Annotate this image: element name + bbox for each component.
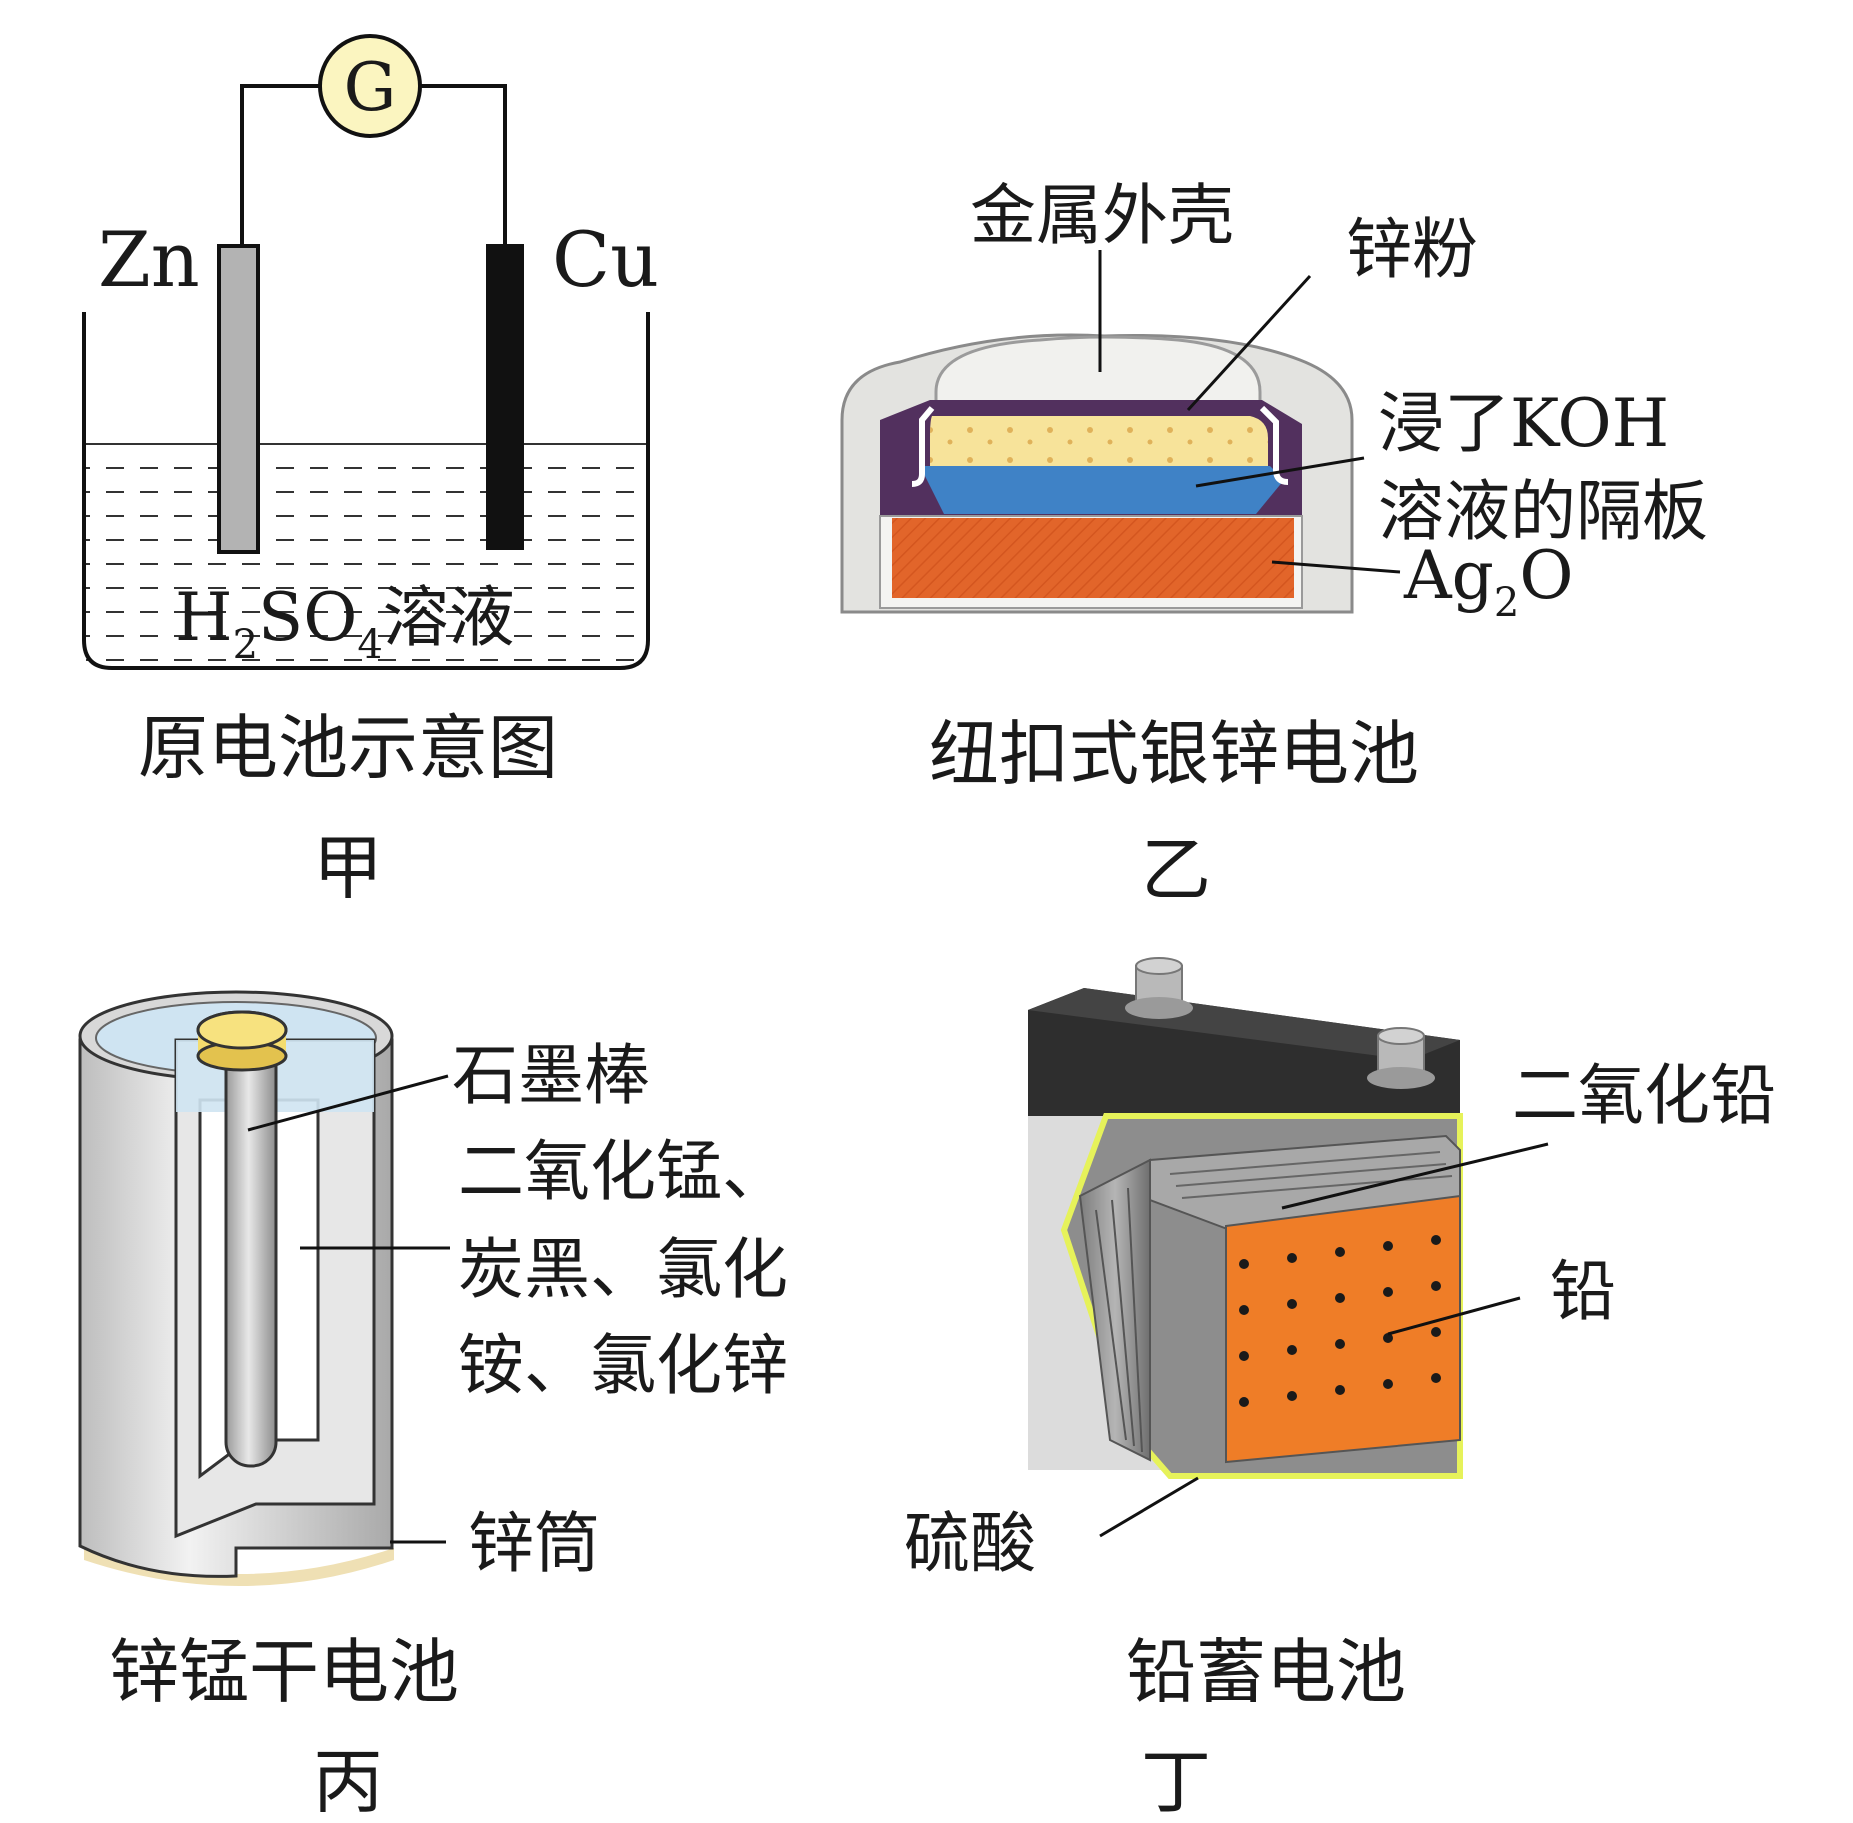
leader-pbo2 xyxy=(1281,1142,1549,1210)
caption-ding: 铅蓄电池 xyxy=(1126,1631,1406,1713)
label-h2so4-text: 溶液 xyxy=(383,579,515,656)
lead-plate xyxy=(1225,1194,1461,1464)
label-separator-line2: 溶液的隔板 xyxy=(1378,473,1708,550)
leader-acid xyxy=(1099,1476,1199,1538)
label-ag-o: O xyxy=(1519,537,1573,614)
label-paste-line3: 铵、氯化锌 xyxy=(458,1327,788,1404)
panel-ding: 二氧化铅 铅 硫酸 铅蓄电池 丁 xyxy=(904,957,1776,1823)
label-metal-shell: 金属外壳 xyxy=(970,177,1234,254)
tag-jia: 甲 xyxy=(313,827,383,909)
label-lead-dioxide: 二氧化铅 xyxy=(1512,1057,1776,1134)
galvanometer: G xyxy=(318,34,422,138)
panel-bing: 石墨棒 二氧化锰、 炭黑、氯化 铵、氯化锌 锌筒 锌锰干电池 丙 xyxy=(78,990,788,1823)
label-zinc-powder: 锌粉 xyxy=(1346,211,1478,288)
label-ag-sub: 2 xyxy=(1494,580,1519,626)
beaker xyxy=(82,312,650,670)
acid-solution xyxy=(86,444,646,666)
label-cu: Cu xyxy=(552,215,659,304)
label-separator-line1: 浸了KOH xyxy=(1378,385,1669,462)
panel-jia: G Zn Cu H2SO4溶液 原电池示意图 甲 xyxy=(82,34,659,909)
plate-stack xyxy=(1078,1158,1151,1462)
plate-dots xyxy=(1239,1235,1441,1407)
label-zinc-can: 锌筒 xyxy=(468,1505,600,1582)
label-h2so4-solution: H2SO4溶液 xyxy=(175,579,515,668)
terminal-left xyxy=(1125,957,1193,1019)
caption-jia: 原电池示意图 xyxy=(138,707,558,789)
tag-ding: 丁 xyxy=(1141,1741,1211,1823)
wire-left xyxy=(240,84,322,252)
silver-oxide-layer xyxy=(892,518,1294,598)
koh-separator xyxy=(920,466,1284,514)
metal-cap xyxy=(934,335,1262,406)
caption-yi: 纽扣式银锌电池 xyxy=(929,713,1419,795)
label-h2so4-sub2: 2 xyxy=(233,622,258,668)
label-h2so4-so: SO xyxy=(258,579,357,656)
zinc-electrode xyxy=(217,244,260,554)
label-graphite-rod: 石墨棒 xyxy=(452,1037,650,1114)
wire-right xyxy=(418,84,507,248)
caption-bing: 锌锰干电池 xyxy=(109,1631,459,1713)
label-h2so4-h: H xyxy=(175,579,233,656)
label-sulfuric-acid: 硫酸 xyxy=(904,1505,1036,1582)
galvanometer-label: G xyxy=(344,49,397,126)
leader-zinc-powder xyxy=(1186,274,1312,412)
leader-silver-oxide xyxy=(1271,560,1401,574)
label-paste-line2: 炭黑、氯化 xyxy=(458,1231,788,1308)
panel-yi: 金属外壳 锌粉 浸了KOH 溶液的隔板 Ag2O 纽扣式银锌电池 乙 xyxy=(840,177,1708,911)
leader-pb xyxy=(1387,1296,1521,1336)
leader-separator xyxy=(1195,456,1365,488)
tag-yi: 乙 xyxy=(1141,829,1211,911)
label-silver-oxide: Ag2O xyxy=(1403,537,1573,626)
label-ag: Ag xyxy=(1403,537,1494,614)
terminal-right xyxy=(1367,1027,1435,1089)
label-paste-line1: 二氧化锰、 xyxy=(458,1133,788,1210)
copper-electrode xyxy=(486,244,524,550)
label-h2so4-sub4: 4 xyxy=(357,622,382,668)
leader-rod xyxy=(247,1074,449,1132)
label-zn: Zn xyxy=(98,215,200,304)
tag-bing: 丙 xyxy=(313,1741,383,1823)
label-lead: 铅 xyxy=(1550,1253,1616,1330)
graphite-rod xyxy=(224,1034,278,1468)
